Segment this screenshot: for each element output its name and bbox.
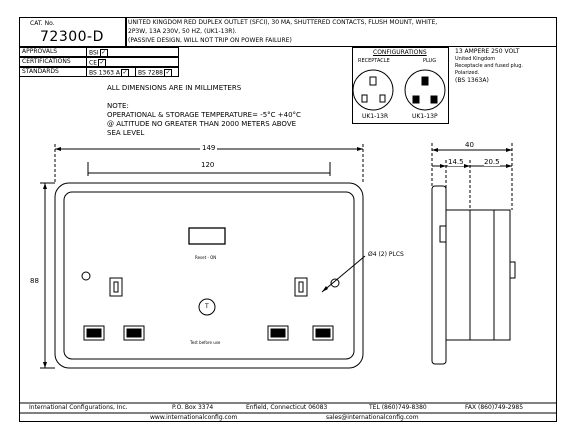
standards-label: STANDARDS bbox=[22, 68, 59, 75]
hole-callout: Ø4 (2) PLCS bbox=[368, 251, 404, 258]
reset-label: Reset - ON bbox=[195, 255, 217, 260]
footer-po-box: P.O. Box 3374 bbox=[172, 404, 214, 411]
description-line-2: 2P3W, 13A 230V, 50 HZ, (UK1-13R). bbox=[128, 28, 237, 35]
dim-149: 149 bbox=[200, 144, 218, 152]
spec-line-4: Polarized. bbox=[455, 70, 480, 76]
cat-number-box bbox=[19, 17, 126, 47]
note-line-3: SEA LEVEL bbox=[107, 129, 145, 137]
cat-label: CAT. No. bbox=[30, 20, 55, 27]
certifications-label: CERTIFICATIONS bbox=[22, 58, 71, 65]
spec-line-5: (BS 1363A) bbox=[455, 77, 489, 84]
faceplate-inner bbox=[63, 191, 355, 360]
cat-number: 72300-D bbox=[40, 29, 104, 45]
footer-address: Enfield, Connecticut 06083 bbox=[246, 404, 328, 411]
faceplate-outline bbox=[54, 182, 364, 369]
dim-40: 40 bbox=[465, 141, 474, 149]
certifications-value: CE✓ bbox=[89, 59, 106, 67]
dim-20-5: 20.5 bbox=[484, 158, 500, 166]
footer-website: www.internationalconfig.com bbox=[150, 414, 238, 421]
footer-fax: FAX (860)749-2985 bbox=[465, 404, 524, 411]
footer-tel: TEL (860)749-8380 bbox=[369, 404, 427, 411]
note-label: NOTE: bbox=[107, 102, 129, 110]
dim-120: 120 bbox=[201, 161, 215, 169]
footer-company: International Configurations, Inc. bbox=[29, 404, 128, 411]
plug-label: PLUG bbox=[423, 58, 437, 64]
check-icon: ✓ bbox=[97, 59, 106, 67]
check-icon: ✓ bbox=[99, 49, 108, 57]
standards-value-2: BS 7288✓ bbox=[138, 69, 172, 77]
plug-code: UK1-13P bbox=[412, 113, 438, 120]
side-faceplate bbox=[431, 185, 447, 365]
test-text: Test before use bbox=[190, 340, 221, 345]
spec-line-3: Receptacle and fused plug. bbox=[455, 63, 524, 69]
approvals-value: BSI✓ bbox=[89, 49, 108, 57]
standards-row bbox=[19, 67, 179, 77]
test-button-label: T bbox=[205, 303, 209, 310]
spec-line-1: 13 AMPERE 250 VOLT bbox=[455, 48, 520, 55]
plug-face-icon bbox=[404, 69, 446, 111]
dim-88: 88 bbox=[30, 277, 39, 285]
note-line-2: @ ALTITUDE NO GREATER THAN 2000 METERS A… bbox=[107, 120, 297, 128]
receptacle-face-icon bbox=[352, 69, 394, 111]
spec-line-2: United Kingdom bbox=[455, 56, 496, 62]
description-box bbox=[126, 17, 557, 47]
dim-14-5: 14.5 bbox=[448, 158, 464, 166]
footer-email: sales@internationalconfig.com bbox=[326, 414, 419, 421]
approvals-label: APPROVALS bbox=[22, 48, 58, 55]
check-icon: ✓ bbox=[121, 69, 130, 77]
dimensions-note: ALL DIMENSIONS ARE IN MILLIMETERS bbox=[107, 84, 242, 92]
configurations-heading: CONFIGURATIONS bbox=[373, 49, 427, 56]
receptacle-label: RECEPTACLE bbox=[358, 58, 390, 64]
standards-value-1: BS 1363 A✓ bbox=[89, 69, 130, 77]
note-line-1: OPERATIONAL & STORAGE TEMPERATURE= -5°C … bbox=[107, 111, 301, 119]
configurations-box bbox=[352, 47, 449, 124]
description-line-3: (PASSIVE DESIGN, WILL NOT TRIP ON POWER … bbox=[128, 37, 292, 44]
approvals-row bbox=[19, 47, 179, 57]
check-icon: ✓ bbox=[164, 69, 172, 77]
description-line-1: UNITED KINGDOM RED DUPLEX OUTLET (SFCI),… bbox=[128, 19, 438, 26]
receptacle-code: UK1-13R bbox=[362, 113, 389, 120]
